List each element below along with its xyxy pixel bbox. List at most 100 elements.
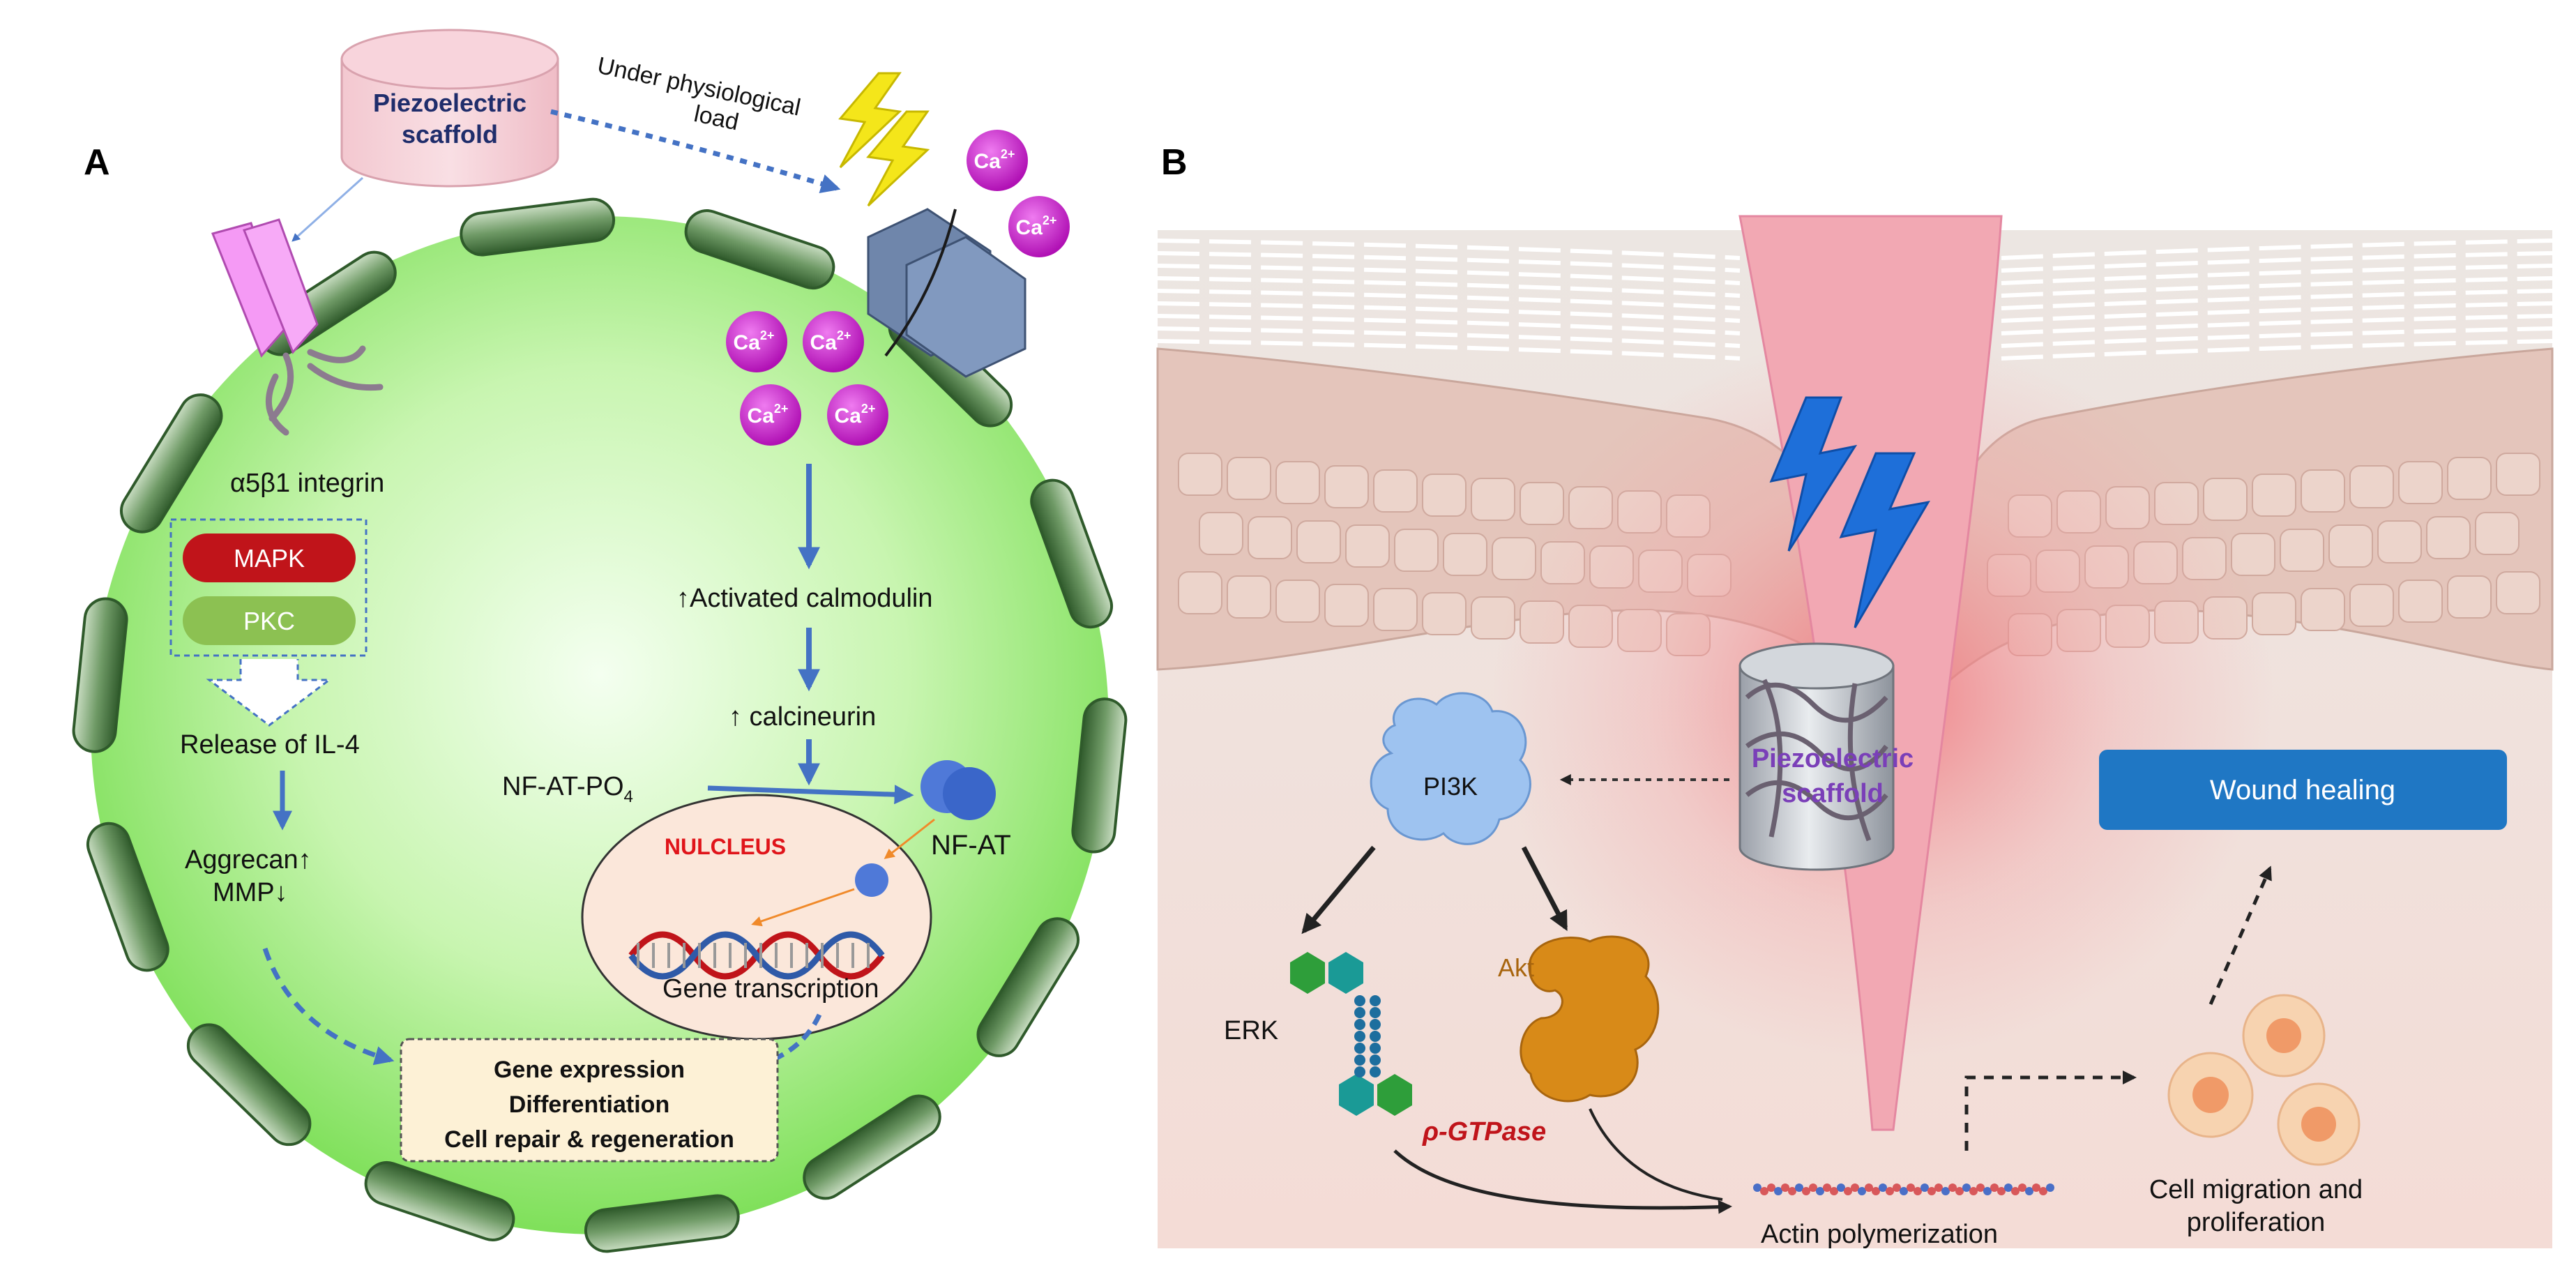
actin-bead [1990, 1183, 1999, 1192]
actin-bead [1830, 1187, 1838, 1195]
integrin-receptor [211, 218, 384, 436]
corneum-layer-right [2001, 264, 2553, 285]
actin-bead [1795, 1183, 1803, 1192]
epidermal-cell [2496, 571, 2540, 614]
erk-bead [1370, 1031, 1381, 1042]
actin-bead [2011, 1187, 2020, 1195]
calcium-ion-label: Ca2+ [810, 328, 851, 354]
scaffold-label-a-line1: Piezoelectric [373, 89, 526, 117]
corneum-layer-right [2001, 251, 2553, 273]
corneum-layer-right [2001, 276, 2553, 298]
epidermal-cell [1394, 529, 1439, 572]
actin-bead [1907, 1183, 1915, 1192]
epidermal-cell [2398, 461, 2443, 504]
nfat-dna-arrow [751, 888, 855, 927]
epidermal-cell [1227, 575, 1271, 619]
pkc-label: PKC [243, 607, 295, 635]
epidermal-cell [1373, 469, 1418, 513]
actin-bead [1879, 1183, 1887, 1192]
actin-bead [1920, 1183, 1929, 1192]
mapk-pill [183, 534, 356, 582]
erk-bead [1354, 995, 1365, 1006]
epidermal-cell [2475, 512, 2520, 555]
membrane-segment [119, 393, 223, 534]
actin-migration-arrow [1964, 1071, 2137, 1151]
epidermal-cell [1373, 588, 1418, 631]
epidermal-cell [1275, 580, 1320, 623]
membrane-segment [460, 197, 616, 257]
actin-bead [1914, 1187, 1922, 1195]
actin-bead [1781, 1183, 1789, 1192]
scaffold-label-b-line2: scaffold [1782, 779, 1884, 808]
membrane-segment [976, 917, 1080, 1057]
actin-bead [1969, 1187, 1978, 1195]
calcium-ions: Ca2+Ca2+Ca2+Ca2+Ca2+Ca2+ [726, 130, 1070, 446]
outcome-line2: Differentiation [509, 1091, 669, 1118]
erk-bead [1354, 1019, 1365, 1030]
nfat-nucleus-arrow [884, 818, 935, 859]
ion-channel [867, 208, 1026, 378]
actin-bead [1760, 1187, 1768, 1195]
actin-bead [1962, 1183, 1971, 1192]
actin-bead [1788, 1187, 1796, 1195]
membrane-segment [86, 822, 169, 972]
scaffold-integrin-arrow [291, 176, 364, 242]
pi3k-protein [1370, 692, 1531, 845]
actin-label: Actin polymerization [1761, 1220, 1998, 1249]
membrane-segment [1071, 697, 1128, 854]
scaffold-label-a-line2: scaffold [402, 120, 498, 149]
corneum-layer-left [1157, 251, 1741, 273]
pi3k-akt-arrow [1521, 846, 1568, 931]
calcium-ion: Ca2+ [827, 384, 888, 446]
actin-bead [1851, 1183, 1859, 1192]
stratum-corneum [1157, 239, 2553, 361]
calcium-ion-label: Ca2+ [748, 402, 789, 428]
nfat-protein [920, 760, 996, 820]
actin-bead [1767, 1183, 1775, 1192]
piezoelectric-scaffold-a: Piezoelectric scaffold [340, 29, 559, 188]
epidermal-cell [2377, 520, 2422, 563]
actin-bead [1893, 1183, 1901, 1192]
erk-actin-curve [1393, 1149, 1732, 1214]
panel-b: B Piezoelectric scaffold [1156, 142, 2554, 1249]
kinase-box [169, 518, 368, 657]
corneum-layer-right [2001, 289, 2553, 310]
epidermal-cell [1178, 571, 1222, 614]
epidermal-cell [2447, 575, 2492, 619]
mapk-label: MAPK [234, 544, 305, 573]
erk-bead [1354, 1007, 1365, 1018]
actin-bead [1774, 1187, 1782, 1195]
erk-label: ERK [1224, 1016, 1278, 1045]
pi3k-erk-arrow [1301, 845, 1376, 935]
epidermal-cell [2398, 580, 2443, 623]
scaffold-label-b-line1: Piezoelectric [1752, 744, 1914, 773]
calcium-ion: Ca2+ [1008, 196, 1070, 257]
corneum-layer-right [2001, 339, 2553, 361]
membrane-segment [684, 209, 835, 290]
gene-transcription-label: Gene transcription [662, 974, 879, 1004]
integrin-label: α5β1 integrin [230, 469, 384, 498]
epidermal-cell [2252, 474, 2296, 517]
actin-bead [1941, 1187, 1950, 1195]
panel-a: A Piezoelectric scaffold Under physiolog… [72, 29, 1128, 1253]
membrane-segment [1030, 478, 1113, 629]
corneum-layer-left [1157, 289, 1741, 310]
membrane-segment [584, 1194, 740, 1253]
membrane-segment [364, 1160, 515, 1241]
membrane-segment [803, 1094, 941, 1200]
actin-bead [2018, 1183, 2026, 1192]
actin-bead [1823, 1183, 1831, 1192]
epidermal-cell [2349, 465, 2394, 508]
akt-actin-curve [1589, 1108, 1723, 1201]
actin-bead [1983, 1187, 1992, 1195]
epidermal-cell [2447, 457, 2492, 500]
actin-bead [2004, 1183, 2013, 1192]
epidermal-cell [2301, 588, 2345, 631]
panel-b-label: B [1161, 142, 1188, 183]
calcineurin-label: ↑ calcineurin [729, 702, 876, 732]
corneum-layer-left [1157, 239, 1741, 260]
epidermal-cell [1324, 465, 1369, 508]
erk-bead [1354, 1031, 1365, 1042]
epidermal-cell [2426, 516, 2471, 559]
epidermal-cell [1471, 478, 1515, 521]
